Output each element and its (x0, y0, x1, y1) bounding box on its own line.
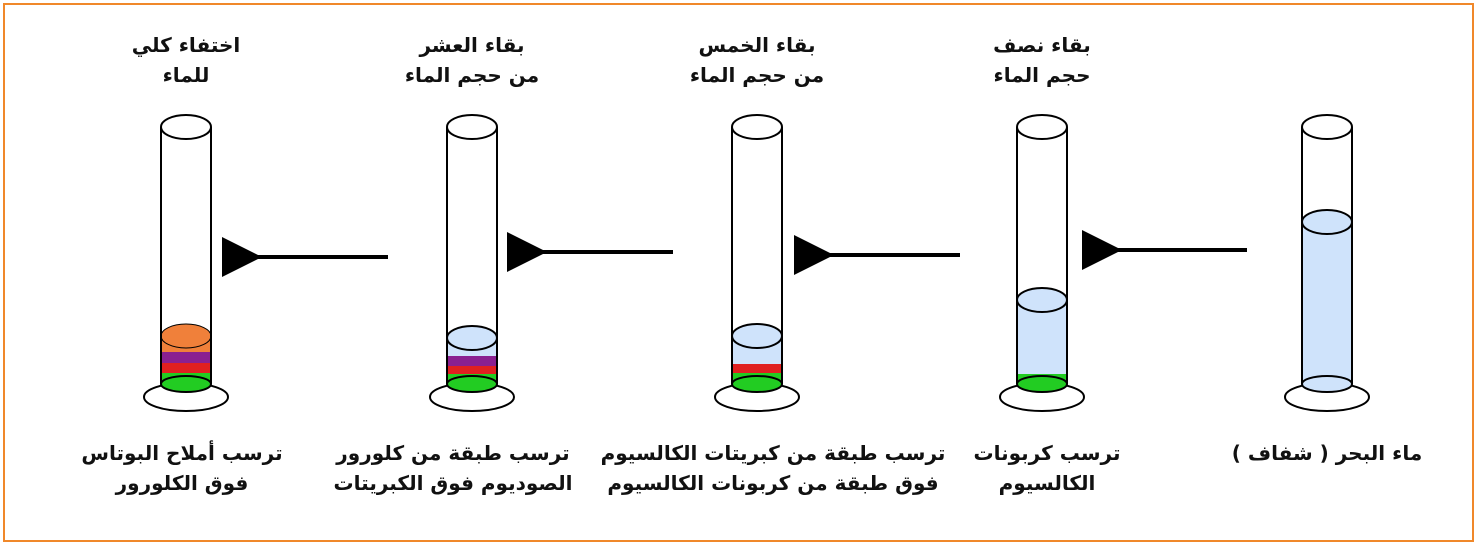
tube-fifth-volume (714, 114, 800, 412)
tube-tenth-volume (429, 114, 515, 412)
diagram-frame (3, 3, 1474, 542)
tube-dry (143, 114, 229, 412)
stage-1-bottom-label: ماء البحر ( شفاف ) (1231, 441, 1423, 465)
tube-sea-water (1284, 114, 1370, 412)
tube-half-volume (999, 114, 1085, 412)
